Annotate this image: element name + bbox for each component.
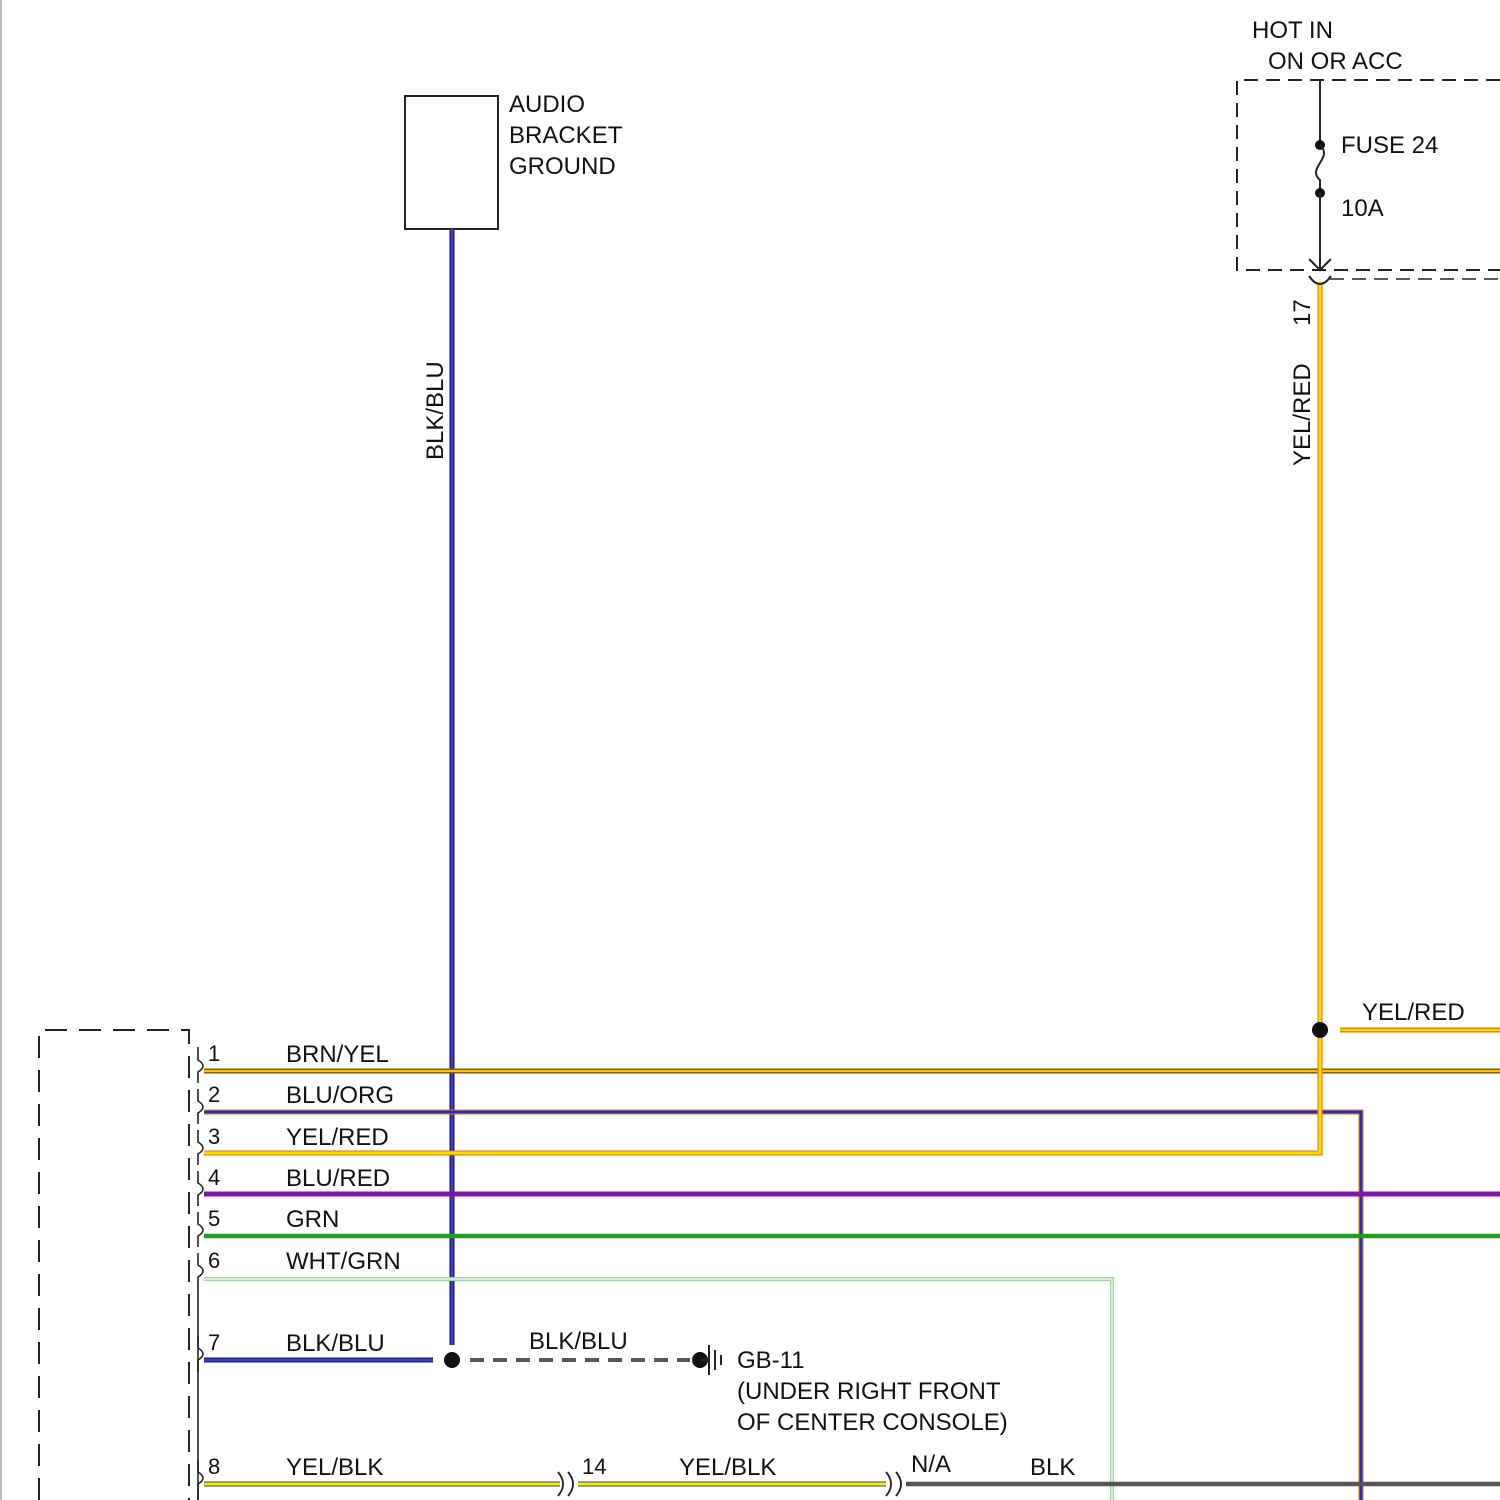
pin-4-number: 4 [208, 1165, 220, 1190]
audio-bracket-label-3: GROUND [509, 153, 616, 180]
ground-location-line-2: OF CENTER CONSOLE) [737, 1409, 1008, 1436]
pin-2-wire-label: BLU/ORG [286, 1082, 394, 1109]
ground-symbol-gb-11 [692, 1345, 721, 1375]
ground-wire-label-lower: BLK/BLU [529, 1328, 628, 1355]
pin-4-wire-label: BLU/RED [286, 1165, 390, 1192]
connector-brackets [198, 1047, 203, 1500]
pin-8-wire-label: YEL/BLK [286, 1454, 383, 1481]
inline-connector-1 [558, 1472, 573, 1496]
inline-wire-label: YEL/BLK [679, 1454, 776, 1481]
pin-5-wire-label: GRN [286, 1206, 339, 1233]
audio-bracket-label-1: AUDIO [509, 91, 585, 118]
component-box [39, 1030, 189, 1500]
fuse-rating-label: 10A [1341, 195, 1384, 222]
blk-blu-splice-dot [444, 1352, 460, 1368]
splice-branch-label: YEL/RED [1362, 999, 1465, 1026]
inline-connector-2 [886, 1472, 901, 1496]
hot-in-label: HOT IN [1252, 17, 1333, 44]
audio-bracket-label-2: BRACKET [509, 122, 623, 149]
pin-1-number: 1 [208, 1041, 220, 1066]
inline-pin-label: 14 [582, 1454, 606, 1479]
ground-id-label: GB-11 [737, 1347, 805, 1374]
pin-3-number: 3 [208, 1124, 220, 1149]
fuse-name-label: FUSE 24 [1341, 132, 1438, 159]
pin-1-wire-label: BRN/YEL [286, 1041, 389, 1068]
yel-red-splice-dot [1312, 1022, 1328, 1038]
feed-wire-label: YEL/RED [1289, 363, 1316, 466]
na-label: N/A [911, 1451, 951, 1478]
pin-3-wire-label: YEL/RED [286, 1124, 389, 1151]
pin-6-wire-label: WHT/GRN [286, 1248, 401, 1275]
pin-5-number: 5 [208, 1206, 220, 1231]
ground-wire-label: BLK/BLU [422, 361, 449, 460]
end-wire-label: BLK [1030, 1454, 1075, 1481]
pin-7-wire-label: BLK/BLU [286, 1330, 385, 1357]
fuse-box [1237, 80, 1500, 279]
pin-8-number: 8 [208, 1454, 220, 1479]
pin-7-number: 7 [208, 1330, 220, 1355]
ground-location-line-1: (UNDER RIGHT FRONT [737, 1378, 1001, 1405]
pin-2-number: 2 [208, 1082, 220, 1107]
audio-bracket-ground-box [405, 96, 498, 229]
pin-6-number: 6 [208, 1248, 220, 1273]
feed-pin-label: 17 [1289, 299, 1316, 326]
fuse-symbol [1309, 80, 1331, 270]
hot-in-condition-label: ON OR ACC [1268, 48, 1403, 75]
